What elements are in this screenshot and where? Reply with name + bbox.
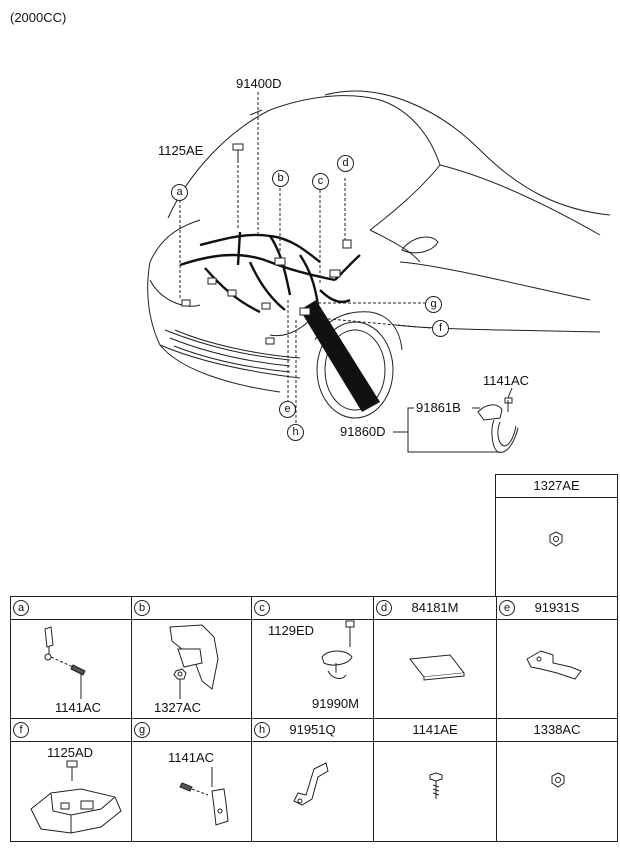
- cell-header: 1141AE: [374, 719, 496, 742]
- cell-1141ae: 1141AE: [373, 718, 497, 842]
- callout-harness: 91400D: [236, 76, 282, 91]
- bracket-nut-drawing: [169, 624, 219, 699]
- cell-letter: e: [499, 600, 515, 616]
- part-code: 91951Q: [289, 722, 336, 737]
- cell-header: a: [11, 597, 131, 620]
- cell-d: d 84181M: [373, 596, 497, 719]
- pad-drawing: [409, 654, 465, 681]
- callout-circle-e: e: [279, 401, 296, 418]
- cell-b: b 1327AC: [131, 596, 252, 719]
- callout-circle-a: a: [171, 184, 188, 201]
- part-label: 1125AD: [47, 745, 94, 760]
- ground-bolt-drawing: [321, 620, 355, 679]
- nut-icon: [549, 531, 563, 547]
- bracket-drawing: [293, 762, 329, 806]
- cell-a: a 1141AC: [10, 596, 132, 719]
- callout-circle-f: f: [432, 320, 449, 337]
- cell-header: g: [132, 719, 251, 742]
- cell-letter: b: [134, 600, 150, 616]
- engine-bay-diagram: [147, 90, 611, 453]
- cell-letter: h: [254, 722, 270, 738]
- cell-header: 1327AE: [496, 475, 617, 498]
- bracket-lines: [393, 387, 513, 453]
- battery-cable: [300, 300, 380, 412]
- part-code: 1327AE: [533, 478, 580, 493]
- part-code: 91931S: [534, 600, 580, 615]
- callout-circle-c: c: [312, 173, 329, 190]
- cell-g: g 1141AC: [131, 718, 252, 842]
- cell-c: c 1129ED 91990M: [251, 596, 374, 719]
- cell-header: 1338AC: [497, 719, 617, 742]
- callout-circle-h: h: [287, 424, 304, 441]
- callout-circle-b: b: [272, 170, 289, 187]
- part-label: 1141AC: [168, 750, 215, 765]
- cell-letter: d: [376, 600, 392, 616]
- cell-letter: f: [13, 722, 29, 738]
- cell-header: d 84181M: [374, 597, 496, 620]
- part-label: 1327AC: [154, 700, 201, 715]
- callout-circle-g: g: [425, 296, 442, 313]
- cell-letter: a: [13, 600, 29, 616]
- cell-letter: c: [254, 600, 270, 616]
- cell-e: e 91931S: [496, 596, 618, 719]
- part-label: 1129ED: [268, 623, 315, 638]
- cell-header: b: [132, 597, 251, 620]
- cell-header: f: [11, 719, 131, 742]
- cable-assembly-drawing: [477, 397, 519, 453]
- callout-bolt-top: 1125AE: [158, 143, 204, 158]
- part-code: 1141AE: [412, 722, 458, 737]
- part-code: 1338AC: [533, 722, 581, 737]
- part-code: 84181M: [411, 600, 459, 615]
- bracket-drawing: [526, 650, 582, 680]
- cell-f: f 1125AD: [10, 718, 132, 842]
- callout-bolt-right: 1141AC: [483, 373, 530, 388]
- cell-header: h 91951Q: [252, 719, 373, 742]
- bolt-icon: [429, 772, 443, 799]
- cell-1338ac: 1338AC: [496, 718, 618, 842]
- cell-header: c: [252, 597, 373, 620]
- car-body-outline: [147, 90, 611, 419]
- bolt-icon: [232, 143, 244, 160]
- cell-header: e 91931S: [497, 597, 617, 620]
- sensor-bolt-drawing: [44, 626, 86, 699]
- nut-icon: [551, 772, 565, 788]
- engine-label: (2000CC): [10, 10, 67, 25]
- callout-cable-sub: 91861B: [416, 400, 461, 415]
- part-label: 91990M: [312, 696, 359, 711]
- callout-cable-main: 91860D: [340, 424, 386, 439]
- callout-circle-d: d: [337, 155, 354, 172]
- cell-1327ae: 1327AE: [495, 474, 618, 597]
- leader-lines: [179, 92, 431, 425]
- bolt-clip-drawing: [179, 767, 229, 826]
- part-label: 1141AC: [55, 700, 102, 715]
- fuse-block-drawing: [30, 760, 122, 834]
- cell-h: h 91951Q: [251, 718, 374, 842]
- cell-letter: g: [134, 722, 150, 738]
